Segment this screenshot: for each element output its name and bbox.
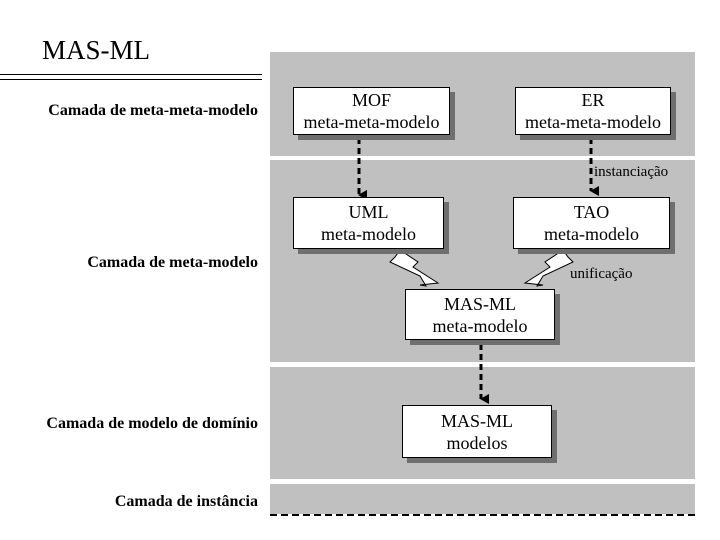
mof-box-line2: meta-meta-modelo [303,112,440,132]
tao-box-line1: TAO [573,202,610,222]
masml-metamodel-box: MAS-ML meta-modelo [405,289,555,340]
masml-models-box: MAS-ML modelos [402,405,552,458]
masml-metamodel-box-line1: MAS-ML [443,293,516,314]
layer-label-meta-meta: Camada de meta-meta-modelo [48,102,258,119]
diagram-title: MAS-ML [42,35,151,65]
layer-label-meta: Camada de meta-modelo [87,254,258,271]
uml-box-line1: UML [348,202,389,222]
mof-box-line1: MOF [351,90,391,110]
masml-models-box-line2: modelos [446,432,508,453]
unification-arrow-tao [523,249,574,287]
er-box: ER meta-meta-modelo [515,87,671,135]
title-rule-top [0,74,262,75]
mof-box: MOF meta-meta-modelo [293,87,450,135]
masml-models-box-line1: MAS-ML [440,410,513,431]
er-box-line2: meta-meta-modelo [525,112,661,132]
layer-label-instance: Camada de instância [114,493,258,510]
uml-box-line2: meta-modelo [321,224,416,244]
er-box-line1: ER [581,90,605,110]
band-instance-layer [270,484,695,514]
tao-box: TAO meta-modelo [513,197,670,249]
unification-note: unificação [570,266,633,282]
title-rule-bottom [0,79,262,80]
unification-arrow-uml [389,249,440,287]
layer-label-domain: Camada de modelo de domínio [46,415,258,432]
masml-metamodel-box-line2: meta-modelo [432,315,528,336]
tao-box-line2: meta-modelo [544,224,639,244]
instantiation-note: instanciação [594,164,669,180]
uml-box: UML meta-modelo [293,197,444,249]
